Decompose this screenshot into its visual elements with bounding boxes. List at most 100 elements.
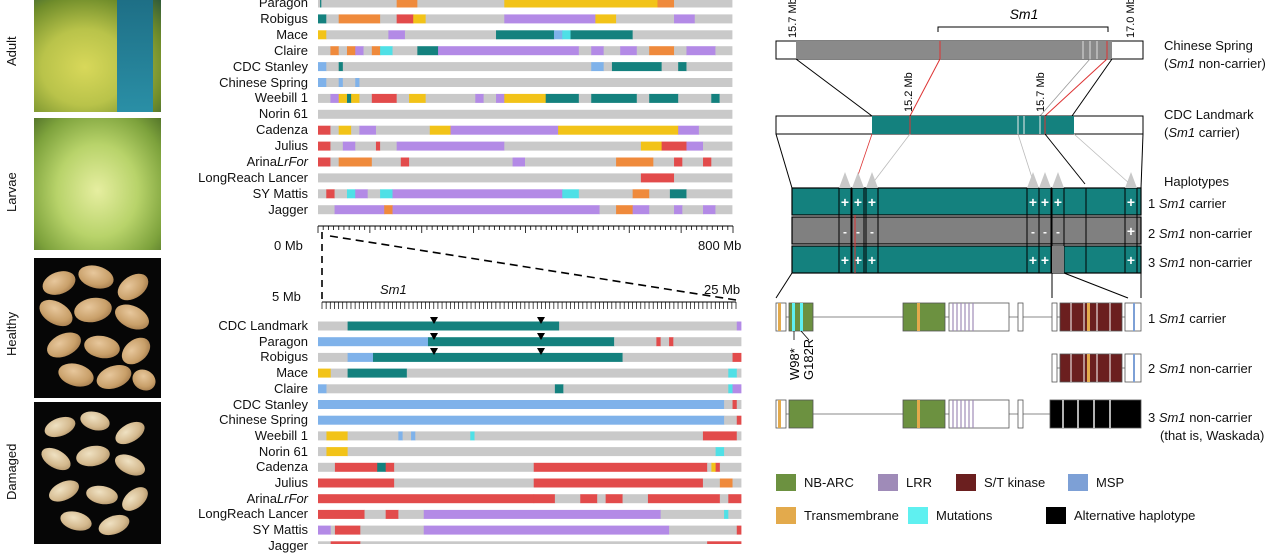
wg-segment-grey <box>578 93 592 103</box>
haplotype-allele-mark: + <box>1127 252 1135 268</box>
cs-region-fill <box>796 41 1112 59</box>
wg-segment-orange <box>616 205 634 215</box>
zoom-segment-grey <box>724 415 738 425</box>
mutation-pointer <box>800 330 810 341</box>
wg-segment-teal <box>318 14 327 24</box>
wg-segment-purple <box>632 205 650 215</box>
wg-segment-blue <box>318 62 327 72</box>
exon-transmembrane <box>917 303 920 331</box>
wg-segment-orange <box>632 189 650 199</box>
zoom-segment-red <box>385 462 395 472</box>
cdc-status-text: carrier) <box>1195 125 1240 140</box>
wg-segment-purple <box>703 205 716 215</box>
label-number: 3 <box>1148 410 1159 425</box>
zoom-segment-purple <box>423 525 670 535</box>
wg-track-name: Robigus <box>260 10 308 26</box>
zoom-segment-grey <box>360 525 425 535</box>
wg-segment-teal <box>545 93 580 103</box>
marker-arrow-icon <box>839 172 851 188</box>
wg-segment-grey <box>686 189 733 199</box>
wg-segment-purple <box>686 46 716 56</box>
label-status: non-carrier <box>1185 410 1253 425</box>
wg-segment-grey <box>321 0 398 8</box>
zoom-segment-teal <box>554 384 564 394</box>
synteny-link <box>1071 58 1113 117</box>
wg-segment-orange <box>330 46 340 56</box>
zoom-track-name: SY Mattis <box>252 522 308 538</box>
legend-swatch-alternative-haplotype <box>1046 507 1066 524</box>
haplotype-allele-mark: + <box>841 252 849 268</box>
zoom-segment-cyan <box>715 447 725 457</box>
zoom-connector-right <box>329 235 737 301</box>
wg-segment-grey <box>342 78 356 87</box>
larvae-photo <box>34 118 161 250</box>
wg-segment-grey <box>719 93 733 103</box>
wg-segment-grey <box>674 0 733 8</box>
zoom-segment-grey <box>719 494 729 504</box>
wg-segment-red <box>396 14 414 24</box>
zoom-segment-grey <box>736 368 742 378</box>
haplotype-allele-mark: + <box>841 194 849 210</box>
label-number: 3 <box>1148 255 1159 270</box>
wg-segment-red <box>400 157 410 167</box>
cdc-label-line2: (Sm1 carrier) <box>1164 125 1240 140</box>
haplotype-allele-mark: + <box>1041 194 1049 210</box>
sm1-marker-icon <box>537 348 545 355</box>
wg-segment-grey <box>525 157 617 167</box>
label-status: carrier <box>1185 196 1227 211</box>
wg-segment-grey <box>351 125 360 135</box>
wg-segment-teal <box>711 93 720 103</box>
marker-arrow-icon <box>1039 172 1051 188</box>
zoom-segment-purple <box>736 321 742 331</box>
zoom-segment-red <box>533 462 708 472</box>
legend-swatch-mutations <box>908 507 928 524</box>
track-name-italic-part: LrFor <box>276 154 308 169</box>
cdc-gene-name: Sm1 <box>1168 125 1196 140</box>
zoom-segment-grey <box>563 384 729 394</box>
zoom-segment-grey <box>318 352 349 362</box>
zoom-segment-teal <box>347 321 560 331</box>
wg-segment-purple <box>359 125 377 135</box>
wg-segment-grey <box>694 14 733 24</box>
wg-segment-grey <box>425 93 476 103</box>
exon-box <box>1051 353 1058 383</box>
wg-segment-grey <box>318 173 642 183</box>
wg-segment-grey <box>599 205 617 215</box>
marker-arrow-icon <box>1125 172 1137 188</box>
wg-segment-gold <box>413 14 427 24</box>
wg-segment-grey <box>326 78 340 87</box>
label-status: non-carrier <box>1185 226 1253 241</box>
wg-segment-grey <box>392 46 418 56</box>
wg-track-name: Paragon <box>258 0 308 10</box>
wg-segment-grey <box>616 14 675 24</box>
wg-track-name: Weebill 1 <box>254 90 308 106</box>
haplotype-3-grey-block <box>1052 246 1064 273</box>
wg-segment-grey <box>417 0 505 8</box>
zoom-segment-grey <box>394 478 535 488</box>
zoom-track-name: LongReach Lancer <box>198 506 308 522</box>
gene-model-label-2: 2 Sm1 non-carrier <box>1148 361 1252 376</box>
wg-segment-purple <box>674 14 696 24</box>
wg-segment-grey <box>711 157 733 167</box>
zoom-segment-cyan <box>728 368 738 378</box>
zoom-segment-red <box>318 478 395 488</box>
wg-segment-red <box>326 189 335 199</box>
zoom-segment-blue <box>411 431 416 441</box>
exon-st-kinase <box>1059 302 1123 332</box>
wg-segment-red <box>703 157 712 167</box>
wg-segment-grey <box>678 93 712 103</box>
exon-st-kinase <box>1059 353 1123 383</box>
zoom-segment-orange <box>719 478 733 488</box>
haplotype-allele-mark: + <box>1029 194 1037 210</box>
exon-transmembrane <box>1087 303 1090 331</box>
zoom-track-name: Norin 61 <box>258 443 308 459</box>
exon-mutation <box>792 303 795 331</box>
wg-segment-grey <box>578 189 634 199</box>
zoom-segment-red <box>736 415 742 425</box>
zoom-segment-grey <box>614 337 657 347</box>
zoom-segment-grey <box>326 384 556 394</box>
wg-segment-teal <box>669 189 687 199</box>
zoom-segment-blue <box>398 431 403 441</box>
